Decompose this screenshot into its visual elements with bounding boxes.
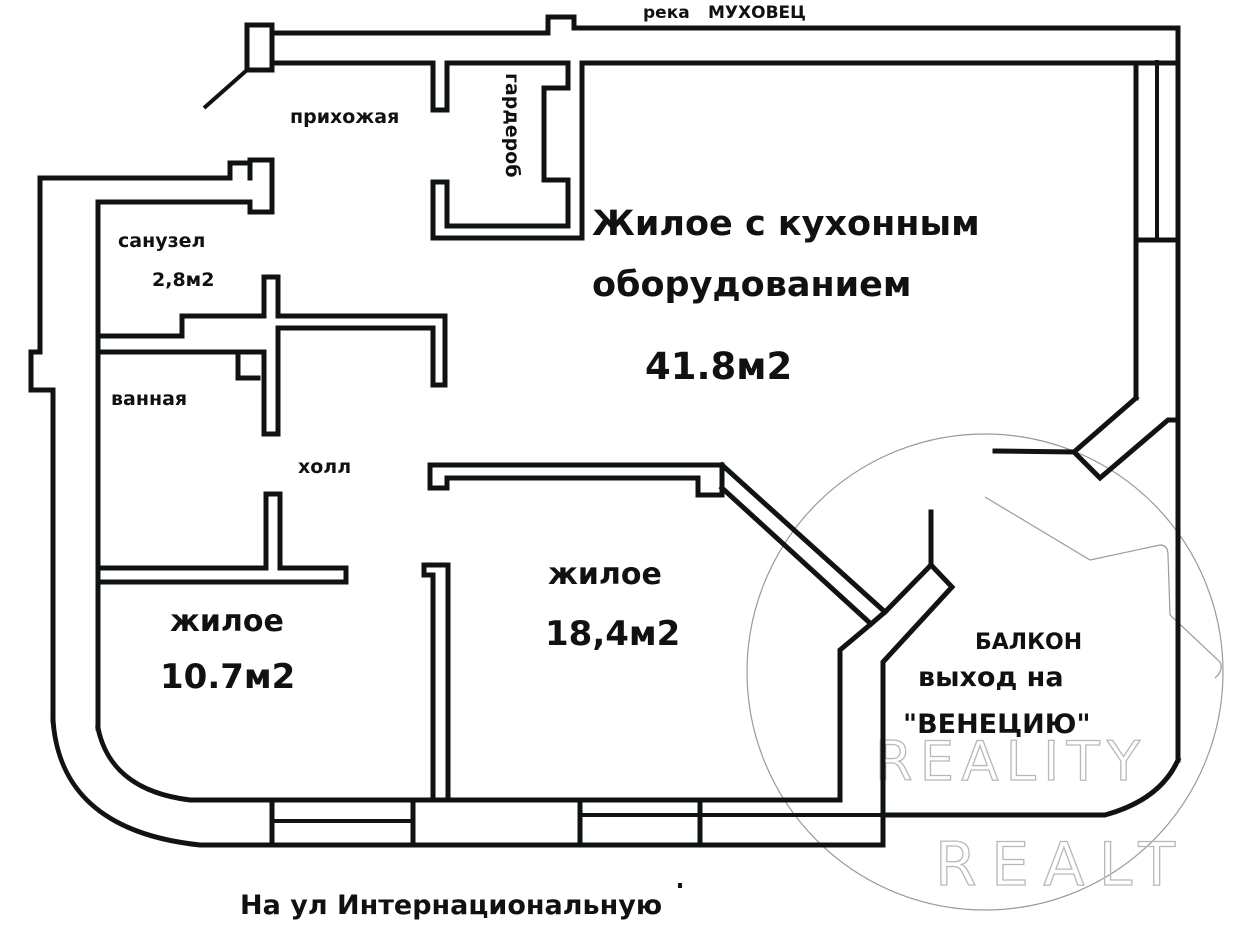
room-area-bedroom-large: 18,4м2	[545, 614, 681, 654]
interior-walls	[95, 274, 889, 803]
room-label-hall: холл	[298, 456, 352, 478]
room-area-bedroom-small: 10.7м2	[160, 657, 296, 697]
river-label-name: МУХОВЕЦ	[708, 3, 806, 23]
street-label: На ул Интернациональную	[240, 890, 663, 921]
west-wall	[28, 157, 275, 848]
east-wall	[992, 57, 1181, 763]
room-label-bedroom-small: жилое	[170, 604, 284, 639]
room-label-bathroom: ванная	[111, 388, 188, 410]
north-wall	[202, 14, 1181, 110]
room-label-bedroom-large: жилое	[548, 557, 662, 592]
room-area-toilet: 2,8м2	[152, 269, 215, 291]
balcony-note-2: "ВЕНЕЦИЮ"	[903, 709, 1091, 740]
room-label-toilet: санузел	[118, 230, 206, 252]
room-label-living-kitchen-1: Жилое с кухонным	[592, 204, 980, 244]
room-label-living-kitchen-2: оборудованием	[592, 265, 912, 305]
room-label-wardrobe: гардероб	[501, 73, 523, 178]
room-area-living-kitchen: 41.8м2	[645, 345, 793, 388]
balcony-note-1: выход на	[918, 662, 1064, 693]
wardrobe-walls	[430, 60, 585, 241]
entrance-door	[202, 68, 249, 110]
watermark-house-icon	[984, 496, 1222, 679]
watermark-circle	[746, 433, 1224, 911]
room-label-entry: прихожая	[290, 106, 400, 128]
river-label-prefix: река	[643, 3, 690, 23]
south-windows	[269, 797, 883, 848]
room-label-balcony: БАЛКОН	[975, 630, 1083, 655]
balcony-walls	[269, 509, 1182, 848]
watermark-text-2: REALT	[935, 830, 1175, 900]
